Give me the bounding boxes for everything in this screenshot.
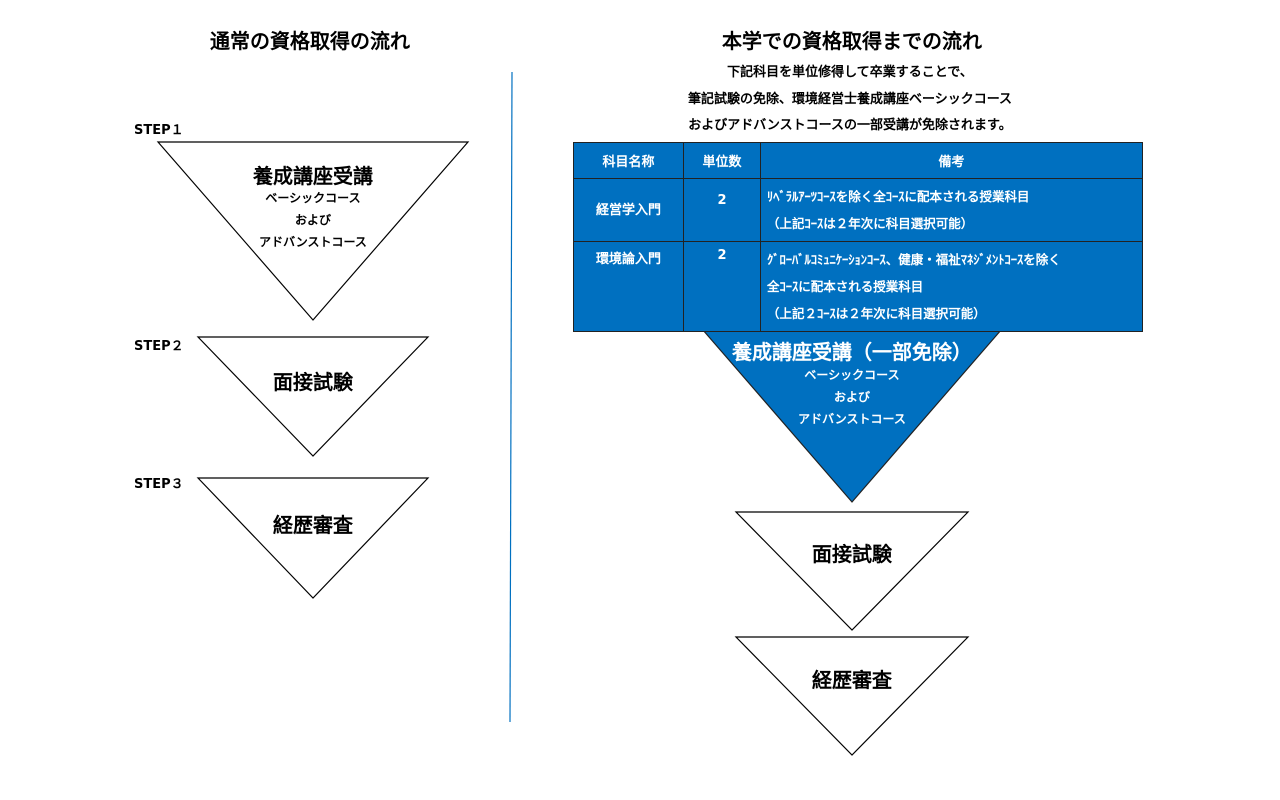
credits: 2 bbox=[683, 241, 761, 332]
right-step2-title: 面接試験 bbox=[812, 542, 892, 566]
left-step3-triangle bbox=[196, 477, 430, 599]
table-row: 環境論入門 2 ｸﾞﾛｰﾊﾞﾙｺﾐｭﾆｹｰｼｮﾝｺｰｽ、健康・福祉ﾏﾈｼﾞﾒﾝﾄ… bbox=[573, 241, 1143, 332]
left-step1-title: 養成講座受講 bbox=[253, 164, 373, 188]
left-step2-triangle bbox=[196, 336, 430, 457]
exemption-table: 科目名称 単位数 備考 経営学入門 2 ﾘﾍﾞﾗﾙｱｰﾂｺｰｽを除く全ｺｰｽに配… bbox=[573, 142, 1143, 332]
left-step1-triangle bbox=[156, 141, 470, 321]
note-line: ﾘﾍﾞﾗﾙｱｰﾂｺｰｽを除く全ｺｰｽに配本される授業科目 bbox=[767, 189, 1030, 204]
left-step3-title: 経歴審査 bbox=[273, 513, 353, 537]
left-step2-title: 面接試験 bbox=[273, 370, 353, 394]
desc-line: ベーシックコース bbox=[265, 191, 361, 205]
right-step1-desc: ベーシックコース および アドバンストコース bbox=[752, 364, 952, 430]
desc-line: アドバンストコース bbox=[798, 412, 906, 426]
intro-line: およびアドバンストコースの一部受講が免除されます。 bbox=[688, 118, 1012, 133]
divider-line bbox=[509, 71, 513, 723]
desc-line: および bbox=[294, 213, 331, 227]
desc-line: および bbox=[833, 390, 870, 404]
table-header-row: 科目名称 単位数 備考 bbox=[573, 142, 1143, 179]
right-step2-triangle bbox=[734, 511, 970, 631]
step3-label: STEP３ bbox=[134, 477, 184, 492]
header-credits: 単位数 bbox=[683, 142, 761, 179]
table-row: 経営学入門 2 ﾘﾍﾞﾗﾙｱｰﾂｺｰｽを除く全ｺｰｽに配本される授業科目 （上記… bbox=[573, 178, 1143, 242]
right-title: 本学での資格取得までの流れ bbox=[722, 29, 982, 53]
right-step3-title: 経歴審査 bbox=[812, 668, 892, 692]
desc-line: アドバンストコース bbox=[259, 235, 367, 249]
step1-label: STEP１ bbox=[134, 123, 184, 138]
note-line: ｸﾞﾛｰﾊﾞﾙｺﾐｭﾆｹｰｼｮﾝｺｰｽ、健康・福祉ﾏﾈｼﾞﾒﾝﾄｺｰｽを除く bbox=[767, 252, 1061, 267]
left-step1-desc: ベーシックコース および アドバンストコース bbox=[213, 187, 413, 253]
note-line: （上記２ｺｰｽは２年次に科目選択可能） bbox=[767, 306, 986, 321]
credits: 2 bbox=[683, 178, 761, 242]
step2-label: STEP２ bbox=[134, 339, 184, 354]
note-line: （上記ｺｰｽは２年次に科目選択可能） bbox=[767, 216, 974, 231]
header-notes: 備考 bbox=[760, 142, 1143, 179]
intro-text: 下記科目を単位修得して卒業することで、 筆記試験の免除、環境経営士養成講座ベーシ… bbox=[600, 60, 1100, 140]
right-step3-triangle bbox=[734, 636, 970, 756]
header-subject: 科目名称 bbox=[573, 142, 684, 179]
subject-name: 経営学入門 bbox=[573, 178, 684, 242]
desc-line: ベーシックコース bbox=[804, 368, 900, 382]
right-step1-title: 養成講座受講（一部免除） bbox=[732, 340, 972, 364]
notes: ｸﾞﾛｰﾊﾞﾙｺﾐｭﾆｹｰｼｮﾝｺｰｽ、健康・福祉ﾏﾈｼﾞﾒﾝﾄｺｰｽを除く 全… bbox=[760, 241, 1143, 332]
intro-line: 筆記試験の免除、環境経営士養成講座ベーシックコース bbox=[687, 91, 1013, 107]
notes: ﾘﾍﾞﾗﾙｱｰﾂｺｰｽを除く全ｺｰｽに配本される授業科目 （上記ｺｰｽは２年次に… bbox=[760, 178, 1143, 242]
left-title: 通常の資格取得の流れ bbox=[210, 29, 410, 53]
intro-line: 下記科目を単位修得して卒業することで、 bbox=[727, 65, 973, 80]
note-line: 全ｺｰｽに配本される授業科目 bbox=[767, 279, 924, 294]
subject-name: 環境論入門 bbox=[573, 241, 684, 332]
